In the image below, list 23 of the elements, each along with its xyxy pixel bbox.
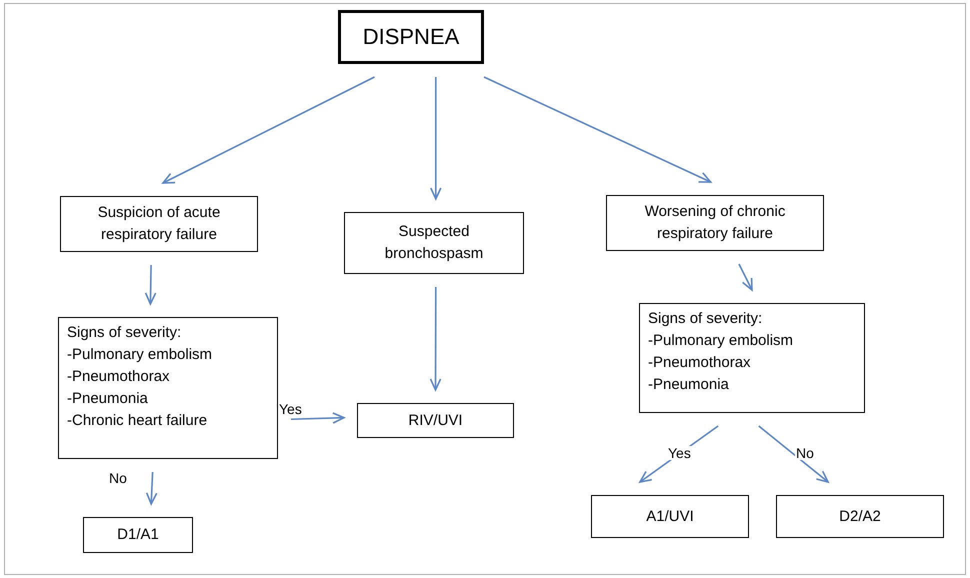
arrow bbox=[758, 425, 829, 483]
edge-label: No bbox=[795, 446, 815, 460]
arrow bbox=[430, 287, 442, 391]
edge-label: No bbox=[108, 471, 128, 485]
arrow bbox=[290, 412, 345, 424]
arrow bbox=[430, 77, 442, 200]
process-box: Suspected bronchospasm bbox=[344, 212, 524, 274]
arrow bbox=[146, 472, 158, 505]
arrow bbox=[144, 264, 156, 305]
process-box: RIV/UVI bbox=[357, 403, 514, 438]
arrow bbox=[484, 76, 712, 183]
process-box: D1/A1 bbox=[83, 517, 193, 553]
process-box: DISPNEA bbox=[338, 10, 484, 64]
process-box: Worsening of chronic respiratory failure bbox=[606, 195, 824, 251]
process-box: Signs of severity: -Pulmonary embolism -Pneumothorax -Pneumonia bbox=[639, 303, 865, 413]
process-box: A1/UVI bbox=[591, 495, 749, 538]
edge-label: Yes bbox=[278, 402, 303, 416]
edge-label: Yes bbox=[667, 446, 692, 460]
process-box: D2/A2 bbox=[776, 495, 944, 538]
arrow bbox=[738, 264, 753, 291]
arrow bbox=[162, 76, 375, 184]
process-box: Suspicion of acute respiratory failure bbox=[60, 196, 258, 252]
process-box: Signs of severity: -Pulmonary embolism -Pneumothorax -Pneumonia -Chronic heart failure bbox=[58, 317, 278, 459]
